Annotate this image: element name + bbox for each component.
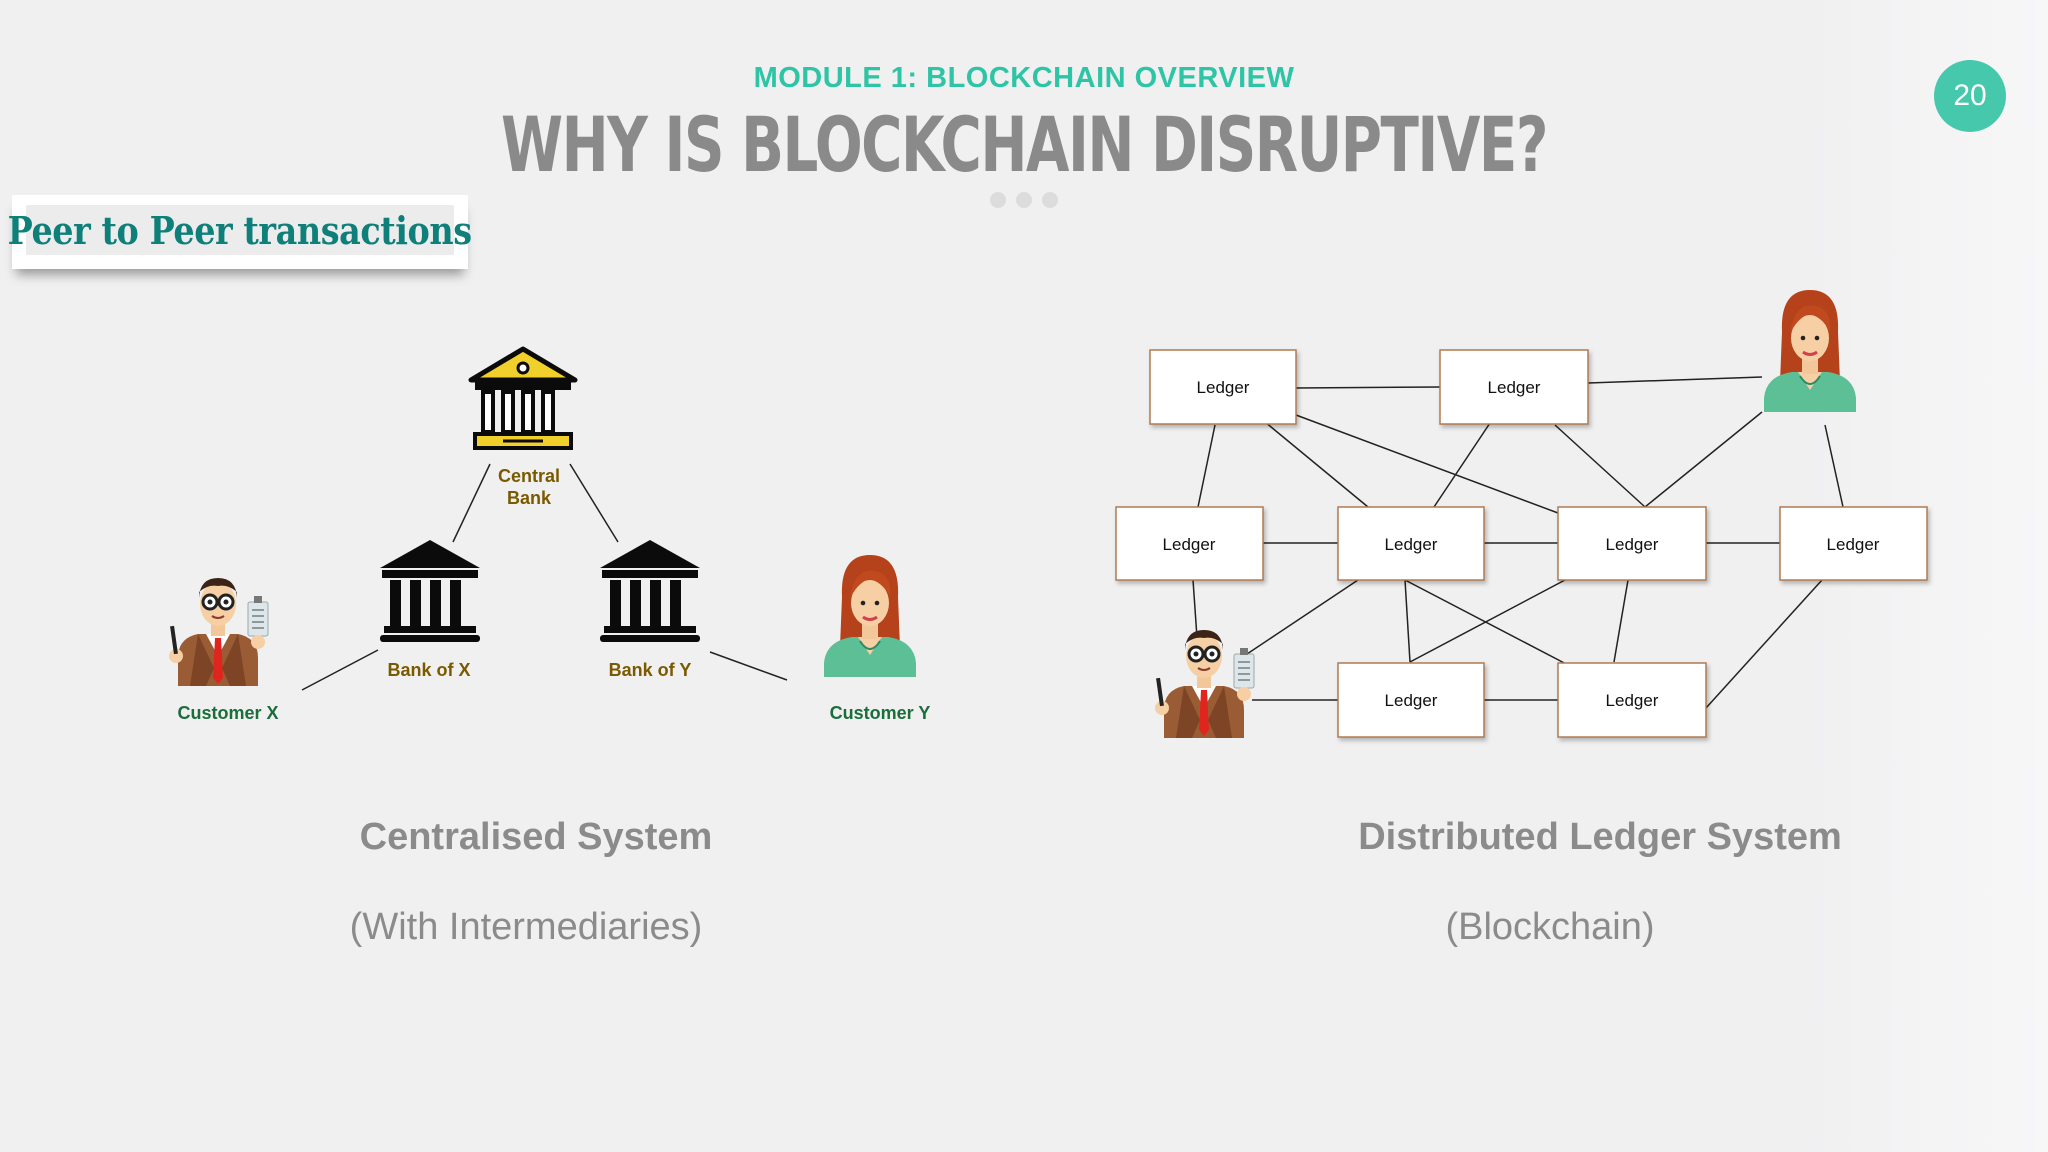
label-central-bank-line1: Central	[498, 466, 560, 486]
customer-x-node-icon	[1153, 628, 1256, 740]
customer-y-icon	[822, 553, 918, 679]
central-bank-icon	[468, 346, 578, 450]
page-number-badge: 20	[1934, 60, 2006, 132]
svg-text:Ledger: Ledger	[1606, 691, 1659, 710]
customer-y-node-icon	[1762, 288, 1858, 414]
ledger-node: Ledger	[1557, 506, 1707, 581]
ledger-node: Ledger	[1439, 349, 1589, 425]
centralised-subcaption: (With Intermediaries)	[349, 906, 703, 948]
distributed-diagram	[1192, 376, 1844, 709]
edge-central-banky	[569, 463, 619, 543]
edge-central-bankx	[452, 463, 491, 543]
distributed-caption: Distributed Ledger System	[1358, 816, 1842, 858]
centralised-caption: Centralised System	[359, 816, 713, 858]
bank-y-icon	[600, 540, 700, 642]
label-central-bank-line2: Bank	[507, 488, 552, 508]
ledger-node: Ledger	[1557, 662, 1707, 738]
label-customer-x: Customer X	[177, 703, 278, 723]
slide-title: WHY IS BLOCKCHAIN DISRUPTIVE?	[501, 100, 1548, 189]
centralised-diagram: Central Bank Bank of X Bank of Y Custome…	[167, 346, 931, 723]
bank-x-icon	[380, 540, 480, 642]
dot	[990, 192, 1006, 208]
svg-text:Ledger: Ledger	[1606, 535, 1659, 554]
ledger-nodes: Ledger Ledger Ledger Ledger Ledger Ledge…	[1115, 349, 1928, 738]
dot	[1042, 192, 1058, 208]
peer-to-peer-callout: Peer to Peer transactions	[8, 195, 472, 269]
svg-text:Ledger: Ledger	[1827, 535, 1880, 554]
distributed-subcaption: (Blockchain)	[1445, 906, 1655, 948]
module-label: MODULE 1: BLOCKCHAIN OVERVIEW	[753, 62, 1295, 94]
customer-x-icon	[167, 576, 270, 688]
label-customer-y: Customer Y	[830, 703, 931, 723]
svg-text:Ledger: Ledger	[1488, 378, 1541, 397]
label-bank-y: Bank of Y	[609, 660, 692, 680]
ledger-node: Ledger	[1337, 662, 1485, 738]
ledger-node: Ledger	[1337, 506, 1485, 581]
title-dots	[990, 192, 1058, 208]
edge-banky-customery	[709, 651, 788, 681]
label-bank-x: Bank of X	[387, 660, 470, 680]
ledger-node: Ledger	[1149, 349, 1297, 425]
svg-text:Ledger: Ledger	[1163, 535, 1216, 554]
ledger-node: Ledger	[1115, 506, 1264, 581]
ledger-node: Ledger	[1779, 506, 1928, 581]
edge-customerx-bankx	[301, 649, 379, 691]
dot	[1016, 192, 1032, 208]
callout-text: Peer to Peer transactions	[7, 207, 473, 253]
svg-text:Ledger: Ledger	[1385, 535, 1438, 554]
svg-text:Ledger: Ledger	[1385, 691, 1438, 710]
svg-text:Ledger: Ledger	[1197, 378, 1250, 397]
